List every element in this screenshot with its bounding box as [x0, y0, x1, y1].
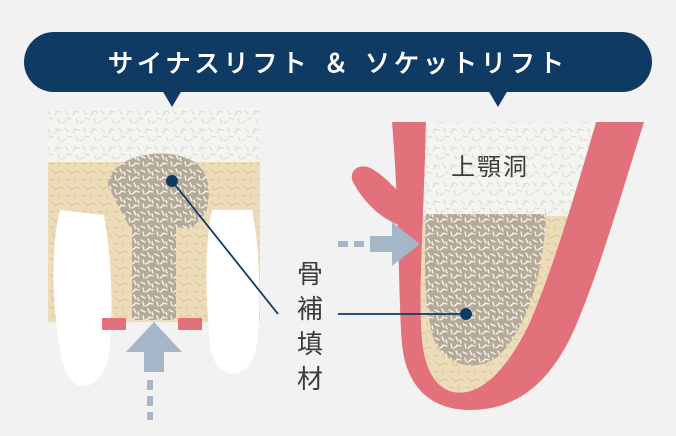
banner-pointer-left: [162, 90, 182, 107]
leader-dot-right: [460, 308, 472, 320]
title-text: サイナスリフト ＆ ソケットリフト: [108, 49, 568, 78]
socket-graft-mass: [424, 214, 546, 366]
tooth-right: [206, 210, 260, 374]
sinus-graft-mass: [108, 153, 209, 228]
graft-column: [132, 224, 176, 320]
leader-dot-left: [166, 175, 178, 187]
title-banner-bg: [24, 32, 652, 92]
graft-label: 骨 補 填 材: [290, 258, 330, 398]
insertion-arrow-up: [126, 322, 182, 420]
gum-right: [178, 318, 202, 330]
gum-left: [102, 318, 126, 330]
title-banner: [24, 32, 652, 107]
graft-label-char: 材: [296, 365, 323, 395]
sinus-label: 上顎洞: [451, 153, 529, 181]
graft-label-char: 骨: [296, 260, 323, 290]
tooth-left: [53, 210, 112, 387]
gum-flap: [351, 166, 416, 230]
leader-line-left: [171, 180, 279, 315]
graft-callout-lines: [166, 175, 472, 320]
sinus-cavity-right: [420, 122, 596, 216]
banner-pointer-right: [488, 90, 508, 107]
graft-label-char: 填: [296, 330, 323, 360]
gum-socket: [392, 122, 644, 410]
graft-label-char: 補: [296, 295, 323, 325]
insertion-arrow-right: [338, 222, 420, 266]
